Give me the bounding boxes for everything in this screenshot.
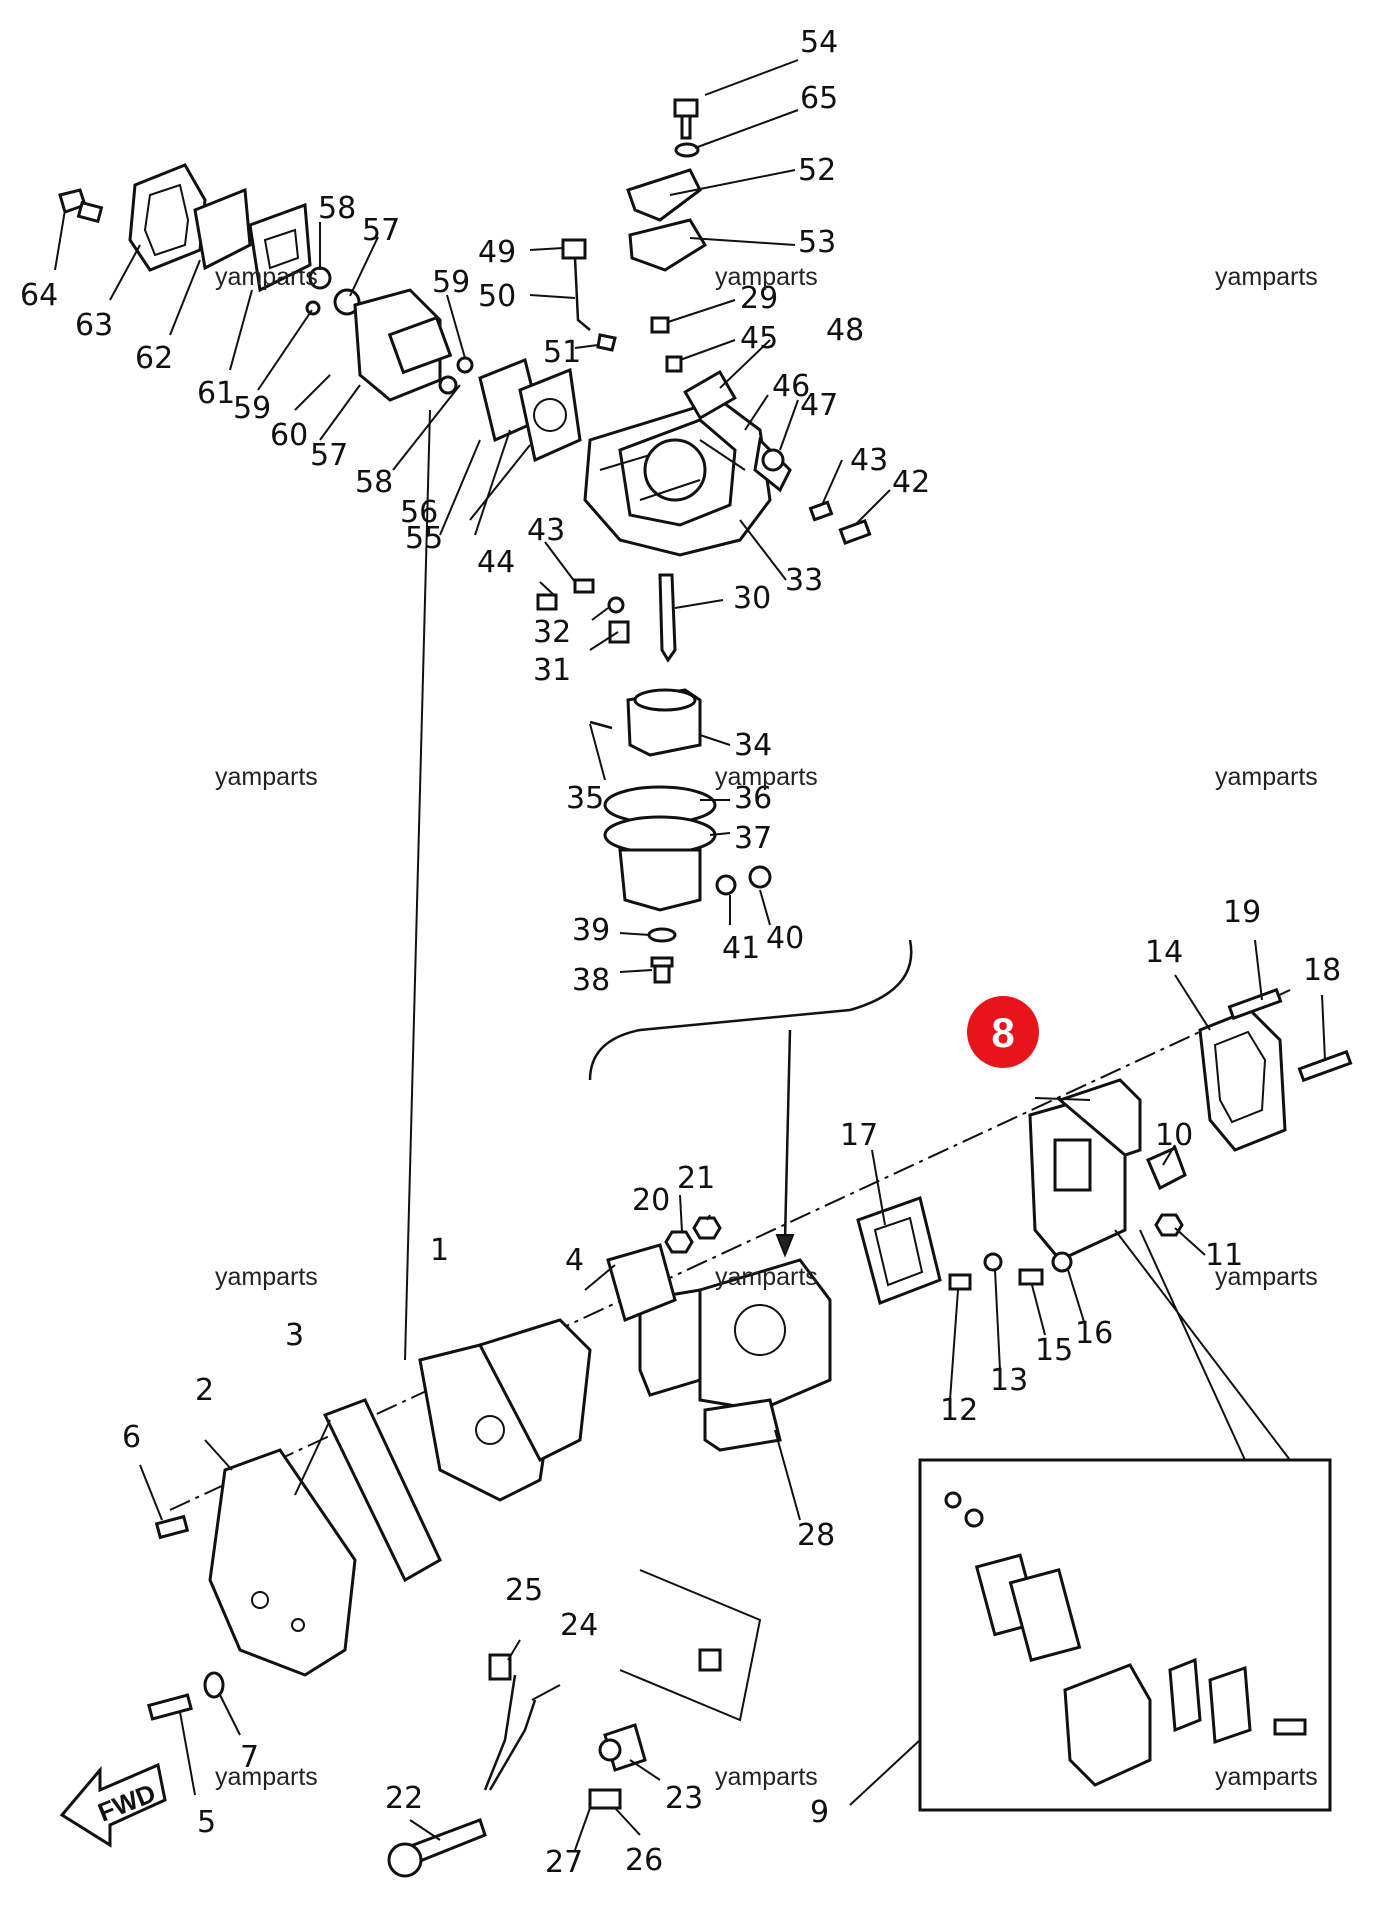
callout-numbers: 54 65 52 53 29 45 48 46 47 43 42 33 30 3… xyxy=(20,25,1341,1880)
callout-25: 25 xyxy=(505,1573,543,1608)
callout-38: 38 xyxy=(572,963,610,998)
badge-circle xyxy=(967,996,1039,1068)
callout-64: 64 xyxy=(20,278,58,313)
callout-13: 13 xyxy=(990,1363,1028,1398)
callout-10: 10 xyxy=(1155,1118,1193,1153)
inset-detail-9 xyxy=(918,1229,1332,1812)
callout-61: 61 xyxy=(197,376,235,411)
watermark-text: yamparts xyxy=(1215,263,1318,291)
callout-36: 36 xyxy=(734,781,772,816)
callout-55: 55 xyxy=(405,521,443,556)
callout-39: 39 xyxy=(572,913,610,948)
callout-59-upper: 59 xyxy=(432,265,470,300)
watermark-text: yamparts xyxy=(715,1763,818,1791)
callout-2: 2 xyxy=(195,1373,214,1408)
callout-21: 21 xyxy=(677,1161,715,1196)
callout-26: 26 xyxy=(625,1843,663,1878)
watermark-text: yamparts xyxy=(215,1763,318,1791)
callout-47: 47 xyxy=(800,388,838,423)
callout-49: 49 xyxy=(478,235,516,270)
watermark-text: yamparts xyxy=(1215,1763,1318,1791)
fwd-arrow: FWD xyxy=(59,1762,167,1848)
callout-5: 5 xyxy=(197,1805,216,1840)
callout-48: 48 xyxy=(826,313,864,348)
callout-9: 9 xyxy=(810,1795,829,1830)
callout-19: 19 xyxy=(1223,895,1261,930)
lower-assembly xyxy=(147,987,1353,1878)
callout-20: 20 xyxy=(632,1183,670,1218)
callout-35: 35 xyxy=(566,781,604,816)
watermark-text: yamparts xyxy=(715,763,818,791)
callout-16: 16 xyxy=(1075,1316,1113,1351)
callout-34: 34 xyxy=(734,728,772,763)
watermark-text: yamparts xyxy=(215,763,318,791)
callout-52: 52 xyxy=(798,153,836,188)
callout-58-lower: 58 xyxy=(355,465,393,500)
carburetor-assembly-top xyxy=(536,98,872,663)
callout-31: 31 xyxy=(533,653,571,688)
callout-60: 60 xyxy=(270,418,308,453)
callout-32: 32 xyxy=(533,615,571,650)
callout-3: 3 xyxy=(285,1318,304,1353)
watermark-text: yamparts xyxy=(715,263,818,291)
watermark-text: yamparts xyxy=(1215,763,1318,791)
watermark-text: yamparts xyxy=(1215,1263,1318,1291)
callout-43-left: 43 xyxy=(527,513,565,548)
callout-37: 37 xyxy=(734,821,772,856)
callout-4: 4 xyxy=(565,1243,584,1278)
assembly-arrow-line xyxy=(783,1029,792,1241)
callout-50: 50 xyxy=(478,279,516,314)
callout-23: 23 xyxy=(665,1781,703,1816)
callout-57-lower: 57 xyxy=(310,438,348,473)
callout-45: 45 xyxy=(740,321,778,356)
callout-7: 7 xyxy=(240,1740,259,1775)
callout-27: 27 xyxy=(545,1845,583,1880)
badge-label: 8 xyxy=(991,1009,1014,1056)
callout-18: 18 xyxy=(1303,953,1341,988)
callout-30: 30 xyxy=(733,581,771,616)
callout-29: 29 xyxy=(740,281,778,316)
callout-17: 17 xyxy=(840,1118,878,1153)
callout-28: 28 xyxy=(797,1518,835,1553)
callout-41: 41 xyxy=(722,931,760,966)
callout-12: 12 xyxy=(940,1393,978,1428)
callout-11: 11 xyxy=(1205,1238,1243,1273)
callout-14: 14 xyxy=(1145,935,1183,970)
watermarks: yamparts yamparts yamparts yamparts yamp… xyxy=(215,263,1318,1791)
callout-40: 40 xyxy=(766,921,804,956)
callout-43-right: 43 xyxy=(850,443,888,478)
callout-15: 15 xyxy=(1035,1333,1073,1368)
leader-lines xyxy=(54,59,1326,1851)
callout-65: 65 xyxy=(800,81,838,116)
watermark-text: yamparts xyxy=(215,1263,318,1291)
callout-63: 63 xyxy=(75,308,113,343)
callout-24: 24 xyxy=(560,1608,598,1643)
callout-56: 56 xyxy=(400,495,438,530)
callout-1: 1 xyxy=(430,1233,449,1268)
callout-33: 33 xyxy=(785,563,823,598)
watermark-text: yamparts xyxy=(215,263,318,291)
callout-54: 54 xyxy=(800,25,838,60)
callout-6: 6 xyxy=(122,1420,141,1455)
callout-58-upper: 58 xyxy=(318,191,356,226)
group-bracket xyxy=(588,939,913,1081)
callout-53: 53 xyxy=(798,225,836,260)
highlight-badge-8[interactable]: 8 xyxy=(967,996,1039,1068)
watermark-text: yamparts xyxy=(715,1263,818,1291)
intake-plate-group xyxy=(58,163,582,463)
callout-44: 44 xyxy=(477,545,515,580)
callout-51: 51 xyxy=(543,335,581,370)
callout-57-upper: 57 xyxy=(362,213,400,248)
float-bowl-group xyxy=(589,688,772,984)
callout-62: 62 xyxy=(135,341,173,376)
callout-46: 46 xyxy=(772,369,810,404)
callout-59-lower: 59 xyxy=(233,391,271,426)
callout-42: 42 xyxy=(892,465,930,500)
callout-22: 22 xyxy=(385,1781,423,1816)
